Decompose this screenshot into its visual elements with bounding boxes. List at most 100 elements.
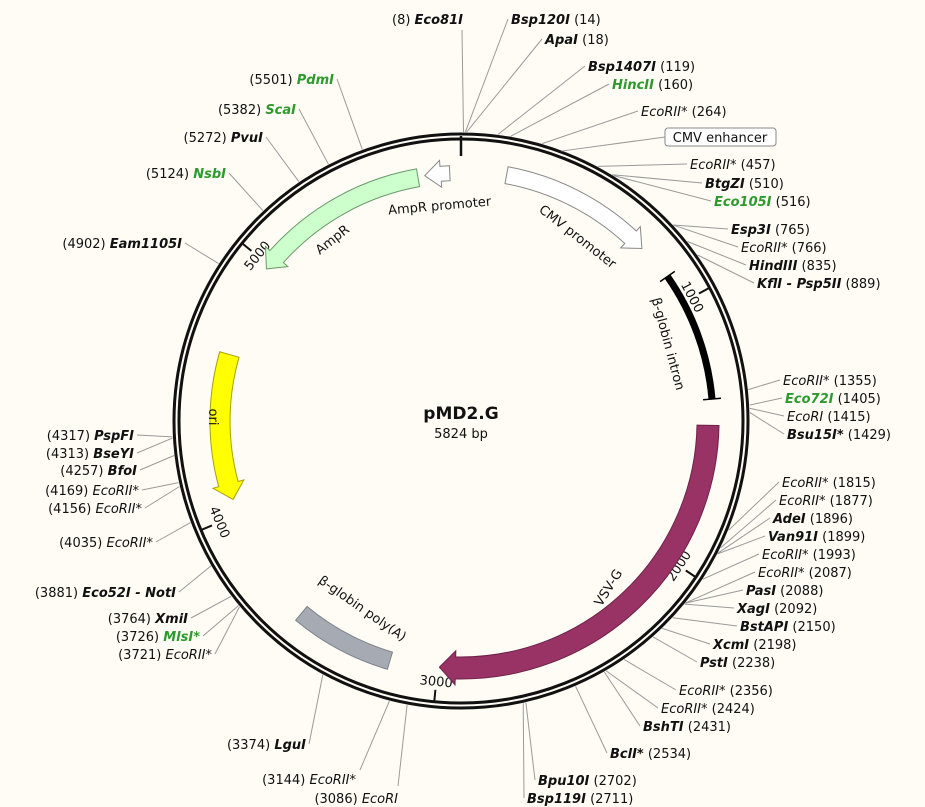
enzyme-label-adei[interactable]: AdeI (1896) <box>772 512 853 527</box>
enzyme-label-ecorii[interactable]: (3721) EcoRII* <box>118 648 212 663</box>
intron-end-cap <box>659 270 676 283</box>
enzyme-label-lgui[interactable]: (3374) LguI <box>227 738 306 753</box>
enzyme-label-bsp120i[interactable]: Bsp120I (14) <box>511 13 601 28</box>
enzyme-position: (3374) <box>227 738 274 753</box>
enzyme-label-ecorii[interactable]: EcoRII* (2424) <box>661 702 755 717</box>
enzyme-name: PvuI <box>231 131 263 146</box>
enzyme-label-pasi[interactable]: PasI (2088) <box>746 584 823 599</box>
ring-outer <box>172 132 750 710</box>
feature-ori[interactable] <box>209 351 245 501</box>
feature-globin-poly-a[interactable] <box>294 605 394 670</box>
enzyme-label-ecorii[interactable]: EcoRII* (457) <box>690 158 776 173</box>
enzyme-leader-line <box>190 595 232 619</box>
enzyme-label-pdmi[interactable]: (5501) PdmI <box>249 73 334 88</box>
enzyme-leader-line <box>672 617 738 627</box>
enzyme-label-eco105i[interactable]: Eco105I (516) <box>714 195 811 210</box>
enzyme-label-hincii[interactable]: HincII (160) <box>612 78 693 93</box>
enzyme-position: (4169) <box>45 484 92 499</box>
enzyme-label-hindiii[interactable]: HindIII (835) <box>749 259 837 274</box>
enzyme-position: (5501) <box>249 73 296 88</box>
enzyme-position: (1993) <box>809 548 856 563</box>
enzyme-position: (14) <box>570 13 601 28</box>
enzyme-position: (457) <box>737 158 776 173</box>
cmv-enhancer-label[interactable]: CMV enhancer <box>673 131 768 146</box>
enzyme-name: BseYI <box>93 447 134 462</box>
enzyme-name: BtgZI <box>705 177 745 192</box>
enzyme-label-pvui[interactable]: (5272) PvuI <box>184 131 264 146</box>
enzyme-label-ecorii[interactable]: EcoRII* (1815) <box>782 476 876 491</box>
enzyme-label-bpu10i[interactable]: Bpu10I (2702) <box>538 774 637 789</box>
enzyme-name: Van91I <box>768 530 818 545</box>
feature-ampr-promoter[interactable] <box>423 159 451 189</box>
enzyme-position: (1355) <box>830 374 877 389</box>
enzyme-label-nsbi[interactable]: (5124) NsbI <box>146 167 226 182</box>
enzyme-label-bfoi[interactable]: (4257) BfoI <box>60 464 137 479</box>
enzyme-label-ecorii[interactable]: EcoRII* (1993) <box>762 548 856 563</box>
feature-cmv-promoter[interactable] <box>504 166 643 250</box>
enzyme-name: Eco81I <box>415 13 464 28</box>
enzyme-label-bseyi[interactable]: (4313) BseYI <box>46 447 134 462</box>
feature-label-beta-globin-intron[interactable]: β-globin intron <box>648 296 687 392</box>
enzyme-label-mlsi[interactable]: (3726) MlsI* <box>116 630 200 645</box>
enzyme-label-xagi[interactable]: XagI (2092) <box>736 602 817 617</box>
enzyme-label-eco81i[interactable]: (8) Eco81I <box>392 13 463 28</box>
enzyme-label-ecorii[interactable]: (4156) EcoRII* <box>48 502 142 517</box>
enzyme-label-ecorii[interactable]: (4169) EcoRII* <box>45 484 139 499</box>
enzyme-label-bcli[interactable]: BclI* (2534) <box>610 747 691 762</box>
enzyme-name: PasI <box>746 584 776 599</box>
enzyme-label-pspfi[interactable]: (4317) PspFI <box>47 429 134 444</box>
enzyme-position: (1405) <box>833 392 880 407</box>
feature-ampr[interactable] <box>264 168 421 270</box>
enzyme-label-eco72i[interactable]: Eco72I (1405) <box>785 392 881 407</box>
enzyme-label-bstapi[interactable]: BstAPI (2150) <box>740 620 836 635</box>
enzyme-name: EcoRI <box>787 410 823 425</box>
enzyme-label-van91i[interactable]: Van91I (1899) <box>768 530 865 545</box>
enzyme-position: (1877) <box>826 494 873 509</box>
enzyme-label-bsp1407i[interactable]: Bsp1407I (119) <box>588 60 695 75</box>
enzyme-position: (766) <box>788 241 827 256</box>
enzyme-label-ecorii[interactable]: EcoRII* (2087) <box>758 566 852 581</box>
enzyme-label-kfli-psp5ii[interactable]: KflI - Psp5II (889) <box>757 277 881 292</box>
enzyme-name: BshTI <box>643 720 684 735</box>
enzyme-label-ecorii[interactable]: EcoRII* (1355) <box>783 374 877 389</box>
enzyme-name: PdmI <box>297 73 334 88</box>
enzyme-label-eam1105i[interactable]: (4902) Eam1105I <box>62 237 182 252</box>
enzyme-label-ecorii[interactable]: EcoRII* (766) <box>741 241 827 256</box>
enzyme-position: (4257) <box>60 464 107 479</box>
feature-label-ori[interactable]: ori <box>205 409 220 426</box>
enzyme-leader-line <box>749 397 783 406</box>
enzyme-label-psti[interactable]: PstI (2238) <box>700 656 775 671</box>
enzyme-label-esp3i[interactable]: Esp3I (765) <box>731 223 810 238</box>
enzyme-leader-line <box>144 486 180 509</box>
enzyme-label-ecori[interactable]: EcoRI (1415) <box>787 410 871 425</box>
enzyme-name: ApaI <box>544 33 578 48</box>
enzyme-label-scai[interactable]: (5382) ScaI <box>218 103 296 118</box>
enzyme-label-bsp119i[interactable]: Bsp119I (2711) <box>527 792 633 807</box>
enzyme-label-ecorii[interactable]: (4035) EcoRII* <box>59 536 153 551</box>
feature-vsv-g[interactable] <box>438 424 720 687</box>
enzyme-position: (2092) <box>770 602 817 617</box>
enzyme-label-bsu15i[interactable]: Bsu15I* (1429) <box>787 428 891 443</box>
enzyme-label-bshti[interactable]: BshTI (2431) <box>643 720 731 735</box>
enzyme-label-ecorii[interactable]: EcoRII* (2356) <box>679 684 773 699</box>
enzyme-label-eco52i-noti[interactable]: (3881) Eco52I - NotI <box>35 586 176 601</box>
enzyme-name: EcoRII* <box>661 702 708 717</box>
enzyme-label-xcmi[interactable]: XcmI (2198) <box>712 638 797 653</box>
enzyme-label-ecori[interactable]: (3086) EcoRI <box>314 792 398 807</box>
cmv-enhancer-box[interactable] <box>664 127 777 147</box>
enzyme-label-btgzi[interactable]: BtgZI (510) <box>705 177 784 192</box>
enzyme-name: Eco105I <box>714 195 772 210</box>
enzyme-label-apai[interactable]: ApaI (18) <box>544 33 609 48</box>
enzyme-label-xmii[interactable]: (3764) XmiI <box>108 612 188 627</box>
enzyme-position: (4902) <box>62 237 109 252</box>
enzyme-label-ecorii[interactable]: EcoRII* (1877) <box>779 494 873 509</box>
enzyme-leader-line <box>214 606 241 655</box>
enzyme-leader-line <box>717 517 771 554</box>
enzyme-label-ecorii[interactable]: EcoRII* (264) <box>641 105 727 120</box>
feature-label-ampr-promoter[interactable]: AmpR promoter <box>388 194 493 218</box>
enzyme-leader-line <box>673 224 729 230</box>
enzyme-label-ecorii[interactable]: (3144) EcoRII* <box>262 773 356 788</box>
enzyme-position: (3764) <box>108 612 155 627</box>
enzyme-leader-line <box>136 434 173 438</box>
